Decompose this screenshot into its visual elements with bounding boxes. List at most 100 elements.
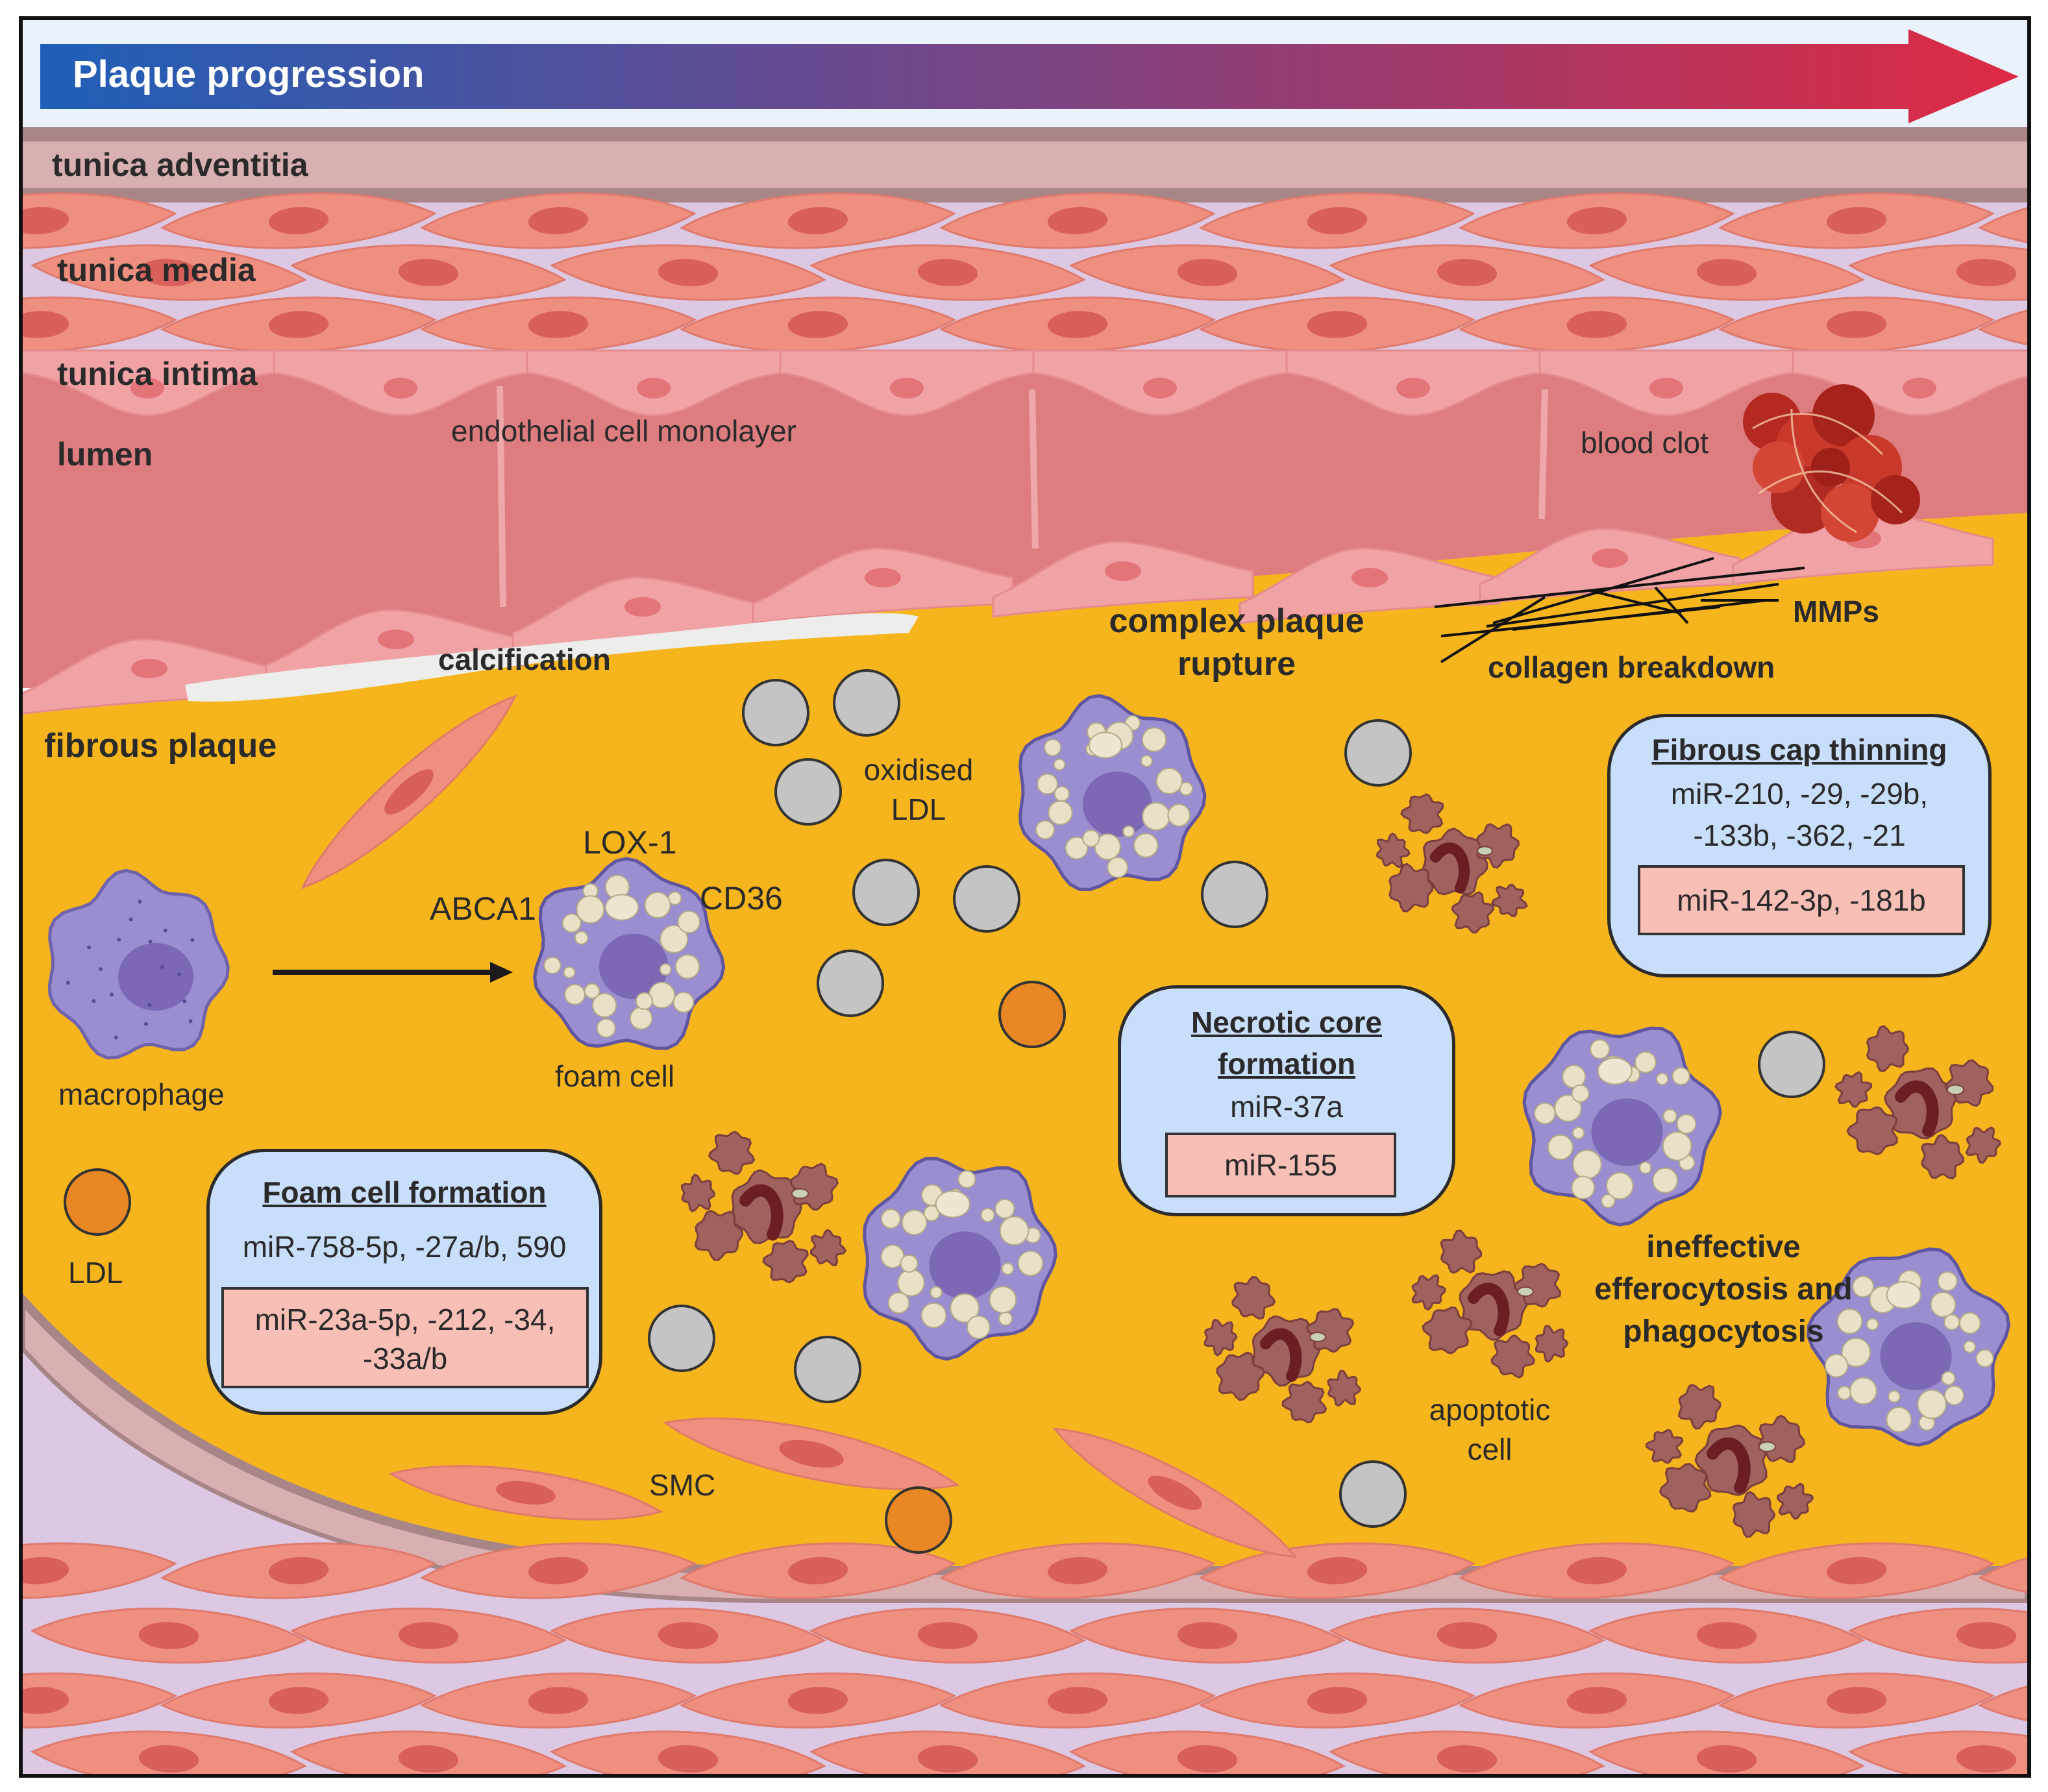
smooth-muscle-cell: [419, 1672, 697, 1729]
necrotic-core-down-box: miR-155: [1165, 1133, 1396, 1197]
smooth-muscle-cell: [1848, 244, 2029, 301]
foam-cell: [533, 857, 726, 1050]
endothelial-cell: [752, 547, 1014, 624]
smooth-muscle-cell: [1198, 1672, 1476, 1729]
smooth-muscle-cell: [939, 1542, 1216, 1599]
complex-plaque-label: complex plaque rupture: [1091, 602, 1383, 684]
oxidised-ldl-particle: [817, 950, 884, 1017]
smooth-muscle-cell: [420, 1542, 697, 1599]
calcification-deposit: [185, 613, 919, 702]
endothelial-cell: [1538, 349, 1794, 417]
foam-cell-label: foam cell: [555, 1059, 675, 1093]
complex-plaque-label-line2: rupture: [1178, 644, 1296, 683]
endothelial-cell: [21, 349, 275, 417]
smooth-muscle-cell: [420, 192, 697, 249]
oxidised-ldl-particle: [648, 1305, 715, 1372]
necrotic-core-down-mirnas: miR-155: [1224, 1148, 1337, 1182]
smooth-muscle-cell: [1718, 1542, 1995, 1599]
oxidised-ldl-particle: [774, 758, 842, 826]
foam-cell-formation-title: Foam cell formation: [262, 1175, 547, 1209]
smooth-muscle-cell: [1848, 1730, 2029, 1776]
media-smooth-muscle-cells-top: [21, 192, 2029, 353]
smooth-muscle-cell: [290, 244, 567, 301]
smooth-muscle-cell: [550, 1730, 826, 1776]
smooth-muscle-cell: [1718, 192, 1995, 249]
collagen-fibers: [1434, 557, 1805, 663]
smooth-muscle-cell: [290, 1607, 567, 1664]
endothelial-cell: [779, 349, 1035, 417]
plaque-progression-arrow: [40, 29, 2019, 123]
necrotic-core-formation-box: Necrotic core formation miR-37a miR-155: [1118, 985, 1455, 1216]
lower-media-band: [21, 1350, 2029, 1776]
smooth-muscle-cell: [160, 1672, 438, 1729]
oxidised-ldl-particle: [953, 865, 1020, 933]
foam-cell: [1522, 1026, 1722, 1227]
smooth-muscle-cell: [31, 1730, 307, 1776]
apoptotic-cell: [1376, 793, 1528, 934]
efferocytosis-label-line2: efferocytosis and: [1594, 1272, 1853, 1307]
apoptotic-cell-label-line1: apoptotic: [1429, 1393, 1551, 1427]
tunica-media-label: tunica media: [57, 252, 256, 288]
smooth-muscle-cell: [1718, 296, 1995, 353]
smooth-muscle-cell: [679, 1672, 957, 1729]
fibrous-cap-up-line2: -133b, -362, -21: [1693, 818, 1906, 852]
apoptotic-cell: [1834, 1025, 2001, 1180]
oxidised-ldl-particle: [1758, 1031, 1825, 1098]
foam-cell: [1018, 694, 1207, 892]
smooth-muscle-cell: [160, 192, 437, 249]
ldl-particle: [64, 1168, 131, 1236]
smooth-muscle-cell: [939, 1672, 1216, 1729]
smooth-muscle-cell: [1198, 296, 1476, 353]
smooth-muscle-cell: [1588, 1730, 1865, 1776]
blood-clot-label: blood clot: [1581, 426, 1709, 460]
macrophage-cell: [47, 868, 230, 1060]
oxidised-ldl-particle: [852, 859, 920, 926]
apoptotic-cell-label-line2: cell: [1467, 1432, 1512, 1466]
lumen-label: lumen: [57, 436, 153, 473]
fibrous-cap-title: Fibrous cap thinning: [1651, 733, 1947, 767]
tunica-adventitia-band: [21, 141, 2029, 188]
oxidised-ldl-particle: [1339, 1460, 1407, 1528]
endothelial-cell: [1032, 349, 1288, 417]
smooth-muscle-cell: [939, 192, 1216, 249]
foam-cell-formation-box: Foam cell formation miR-758-5p, -27a/b, …: [206, 1149, 602, 1415]
plaque-smooth-muscle-cell: [663, 1417, 960, 1491]
oxidised-ldl-particle: [833, 669, 900, 737]
smooth-muscle-cell: [1458, 1672, 1736, 1729]
macrophage-label: macrophage: [58, 1077, 225, 1111]
endothelial-monolayer-top: [21, 349, 2029, 417]
smooth-muscle-cell: [809, 1730, 1086, 1776]
tunica-intima-label: tunica intima: [57, 356, 258, 392]
smooth-muscle-cell: [1199, 192, 1475, 249]
fibrous-plaque-label: fibrous plaque: [44, 727, 277, 765]
smooth-muscle-cell: [809, 244, 1086, 301]
complex-plaque-label-line1: complex plaque: [1109, 602, 1364, 640]
ldl-label: LDL: [68, 1256, 123, 1290]
oxidised-ldl-label-line1: oxidised: [863, 753, 974, 787]
apoptotic-cell-label: apoptotic cell: [1396, 1393, 1584, 1467]
plaque-smooth-muscle-cell: [388, 1465, 663, 1521]
oxidised-ldl-particle: [742, 679, 809, 746]
foam-cell-formation-up-mirnas: miR-758-5p, -27a/b, 590: [242, 1230, 567, 1264]
foam-cell: [863, 1157, 1057, 1361]
foam-cell-formation-down-line2: -33a/b: [362, 1342, 448, 1375]
smooth-muscle-cell: [679, 296, 957, 353]
endothelial-cell: [1479, 528, 1741, 605]
apoptotic-cell: [1203, 1275, 1362, 1423]
apoptotic-cell: [1411, 1229, 1569, 1379]
smooth-muscle-cell: [1069, 244, 1346, 301]
media-smooth-muscle-cells-bottom: [21, 1542, 2029, 1776]
smooth-muscle-cell: [21, 296, 178, 353]
smooth-muscle-cell: [30, 1607, 308, 1664]
apoptotic-cell: [680, 1131, 847, 1284]
endothelial-cell: [273, 349, 528, 417]
smooth-muscle-cell: [160, 296, 438, 353]
smooth-muscle-cell: [1459, 192, 1735, 249]
necrotic-core-title-line2: formation: [1217, 1047, 1356, 1081]
differentiation-arrow-head: [490, 962, 513, 983]
smooth-muscle-cell: [1069, 1730, 1346, 1776]
collagen-breakdown-label: collagen breakdown: [1488, 650, 1775, 684]
smooth-muscle-cell: [549, 1607, 827, 1664]
fibrous-cap-down-box: miR-142-3p, -181b: [1638, 865, 1965, 935]
